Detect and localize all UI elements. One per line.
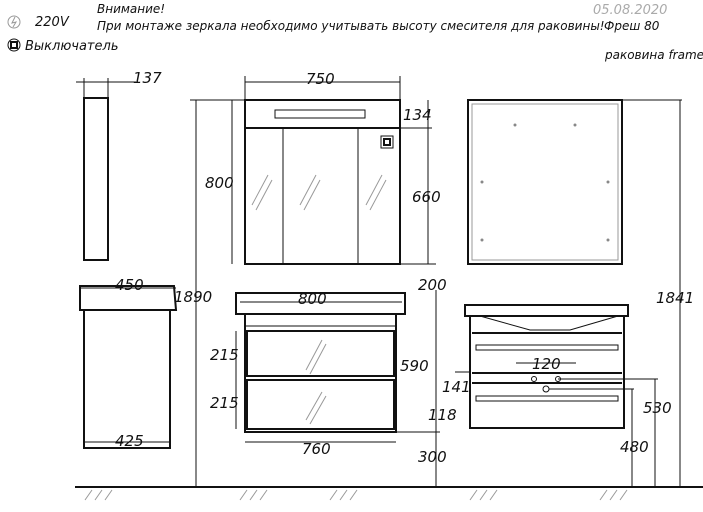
dim-530: 530 bbox=[643, 399, 672, 417]
dim-141: 141 bbox=[442, 378, 471, 396]
rear-vanity bbox=[464, 304, 629, 429]
dim-drawer1: 215 bbox=[210, 346, 239, 364]
dim-outlet-spacing: 120 bbox=[532, 355, 561, 373]
front-mirror bbox=[244, 99, 401, 265]
dim-sink-width: 800 bbox=[298, 290, 327, 308]
dim-gap: 200 bbox=[418, 276, 447, 294]
front-vanity bbox=[235, 292, 406, 433]
side-view-mirror bbox=[76, 78, 136, 261]
sink-name: раковина frame bbox=[604, 48, 703, 62]
dim-door-height: 660 bbox=[412, 188, 441, 206]
dim-cabinet-width: 760 bbox=[302, 440, 331, 458]
rear-mirror bbox=[467, 99, 623, 265]
dim-floor-gap: 300 bbox=[418, 448, 447, 466]
dim-mirror-width: 750 bbox=[306, 70, 335, 88]
switch-icon bbox=[7, 38, 21, 52]
power-icon bbox=[7, 15, 21, 29]
floor-line bbox=[75, 486, 703, 501]
dim-light-height: 134 bbox=[403, 106, 432, 124]
warning-title: Внимание! bbox=[97, 2, 165, 16]
dim-drawer2: 215 bbox=[210, 394, 239, 412]
voltage-label: 220V bbox=[35, 15, 70, 30]
product-name: Фреш 80 bbox=[604, 19, 660, 33]
dim-cabinet-depth: 425 bbox=[115, 432, 144, 450]
switch-label: Выключатель bbox=[25, 39, 118, 54]
dim-cabinet-height: 590 bbox=[400, 357, 429, 375]
date: 05.08.2020 bbox=[593, 3, 667, 18]
side-view-cabinet bbox=[79, 285, 178, 449]
dim-sink-depth: 450 bbox=[115, 276, 144, 294]
dim-mount-height: 1841 bbox=[656, 289, 694, 307]
dim-118: 118 bbox=[428, 406, 457, 424]
dim-total-height: 1890 bbox=[174, 288, 212, 306]
dim-mirror-height: 800 bbox=[205, 174, 234, 192]
warning-text: При монтаже зеркала необходимо учитывать… bbox=[97, 19, 605, 33]
dim-mirror-depth: 137 bbox=[133, 69, 162, 87]
dim-480: 480 bbox=[620, 438, 649, 456]
